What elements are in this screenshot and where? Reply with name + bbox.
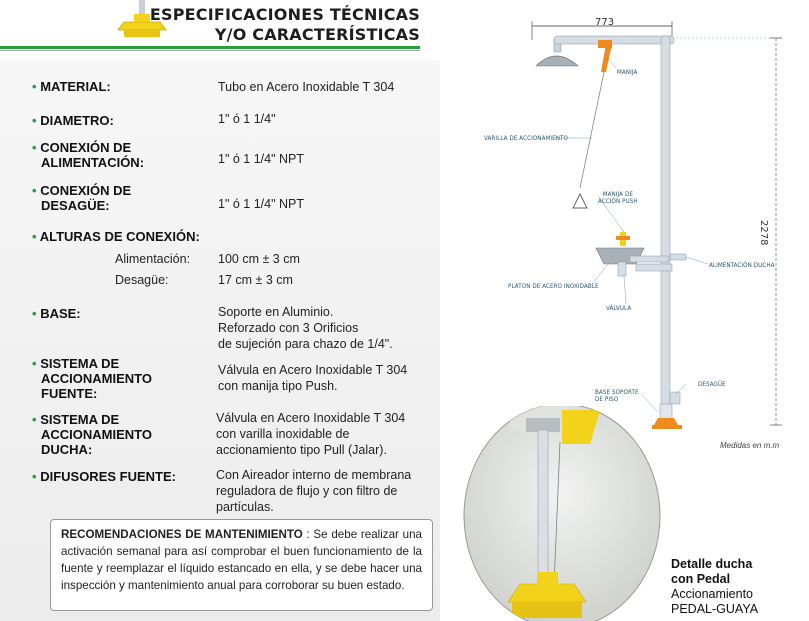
callout-manija-push: MANIJA DE ACCIÓN PUSH xyxy=(598,191,638,205)
bullet-icon: • xyxy=(32,229,37,244)
spec-value-line: partículas. xyxy=(216,500,274,514)
spec-base-label: • BASE: xyxy=(32,306,81,321)
units-note: Medidas en m.m xyxy=(720,441,780,450)
spec-difusores-value: Con Aireador interno de membrana regulad… xyxy=(216,467,411,515)
spec-label-text: ALIMENTACIÓN: xyxy=(41,155,145,170)
caption-line: PEDAL-GUAYA xyxy=(671,602,759,616)
spec-conexion-desague-label: • CONEXIÓN DE DESAGÜE: xyxy=(32,183,131,213)
spec-accionamiento-fuente-label: • SISTEMA DE ACCIONAMIENTO FUENTE: xyxy=(32,356,152,401)
page-title-line2: Y/O CARACTERÍSTICAS xyxy=(214,25,420,44)
spec-value-line: accionamiento tipo Pull (Jalar). xyxy=(216,443,387,457)
spec-material-value: Tubo en Acero Inoxidable T 304 xyxy=(218,80,395,94)
spec-value-line: Con Aireador interno de membrana xyxy=(216,468,412,482)
callout-line: ACCIÓN PUSH xyxy=(598,198,638,205)
height-dimension-label: 2278 xyxy=(758,220,769,246)
spec-label-text: DIAMETRO: xyxy=(40,113,114,128)
spec-label-text: FUENTE: xyxy=(41,386,98,401)
bullet-icon: • xyxy=(32,412,37,427)
bullet-icon: • xyxy=(32,306,37,321)
callout-valvula: VÁLVULA xyxy=(606,305,632,312)
maintenance-text: : Se debe realizar una activación semana… xyxy=(61,528,422,592)
callout-alimentacion: ALIMENTACIÓN DUCHA xyxy=(709,262,775,269)
callout-manija: MANIJA xyxy=(617,69,638,76)
spec-material-label: • MATERIAL: xyxy=(32,79,111,94)
caption-line: con Pedal xyxy=(671,572,731,586)
spec-alturas-label: • ALTURAS DE CONEXIÓN: xyxy=(32,229,200,244)
spec-label-text: ACCIONAMIENTO xyxy=(41,371,152,386)
header-divider-thin xyxy=(0,50,420,51)
callout-base: BASE SOPORTE DE PISO xyxy=(595,389,639,403)
shower-technical-diagram xyxy=(531,21,784,429)
spec-value-line: Reforzado con 3 Orificios xyxy=(218,321,359,335)
spec-accionamiento-ducha-value: Válvula en Acero Inoxidable T 304 con va… xyxy=(216,410,405,458)
callout-desague: DESAGÜE xyxy=(698,381,726,388)
page-title-line1: ESPECIFICACIONES TÉCNICAS xyxy=(149,5,420,24)
spec-accionamiento-fuente-value: Válvula en Acero Inoxidable T 304 con ma… xyxy=(218,362,407,394)
spec-value-line: con manija tipo Push. xyxy=(218,379,338,393)
spec-label-text: BASE: xyxy=(40,306,81,321)
spec-value-line: Soporte en Aluminio. xyxy=(218,305,334,319)
spec-value-line: Válvula en Acero Inoxidable T 304 xyxy=(218,363,408,377)
spec-conexion-alimentacion-value: 1" ó 1 1/4" NPT xyxy=(218,152,304,166)
width-dimension-label: 773 xyxy=(595,17,615,28)
spec-label-text: SISTEMA DE xyxy=(40,412,120,427)
spec-diametro-label: • DIAMETRO: xyxy=(32,113,114,128)
spec-conexion-alimentacion-label: • CONEXIÓN DE ALIMENTACIÓN: xyxy=(32,140,144,170)
spec-alturas-alimentacion-value: 100 cm ± 3 cm xyxy=(218,252,300,266)
maintenance-heading: RECOMENDACIONES DE MANTENIMIENTO xyxy=(61,528,303,541)
pedal-detail-image xyxy=(463,406,661,621)
spec-label-text: SISTEMA DE xyxy=(40,356,120,371)
detail-caption: Detalle ducha con Pedal Accionamiento PE… xyxy=(671,557,758,617)
spec-base-value: Soporte en Aluminio. Reforzado con 3 Ori… xyxy=(218,304,393,352)
spec-label-text: ALTURAS DE CONEXIÓN: xyxy=(39,229,200,244)
bullet-icon: • xyxy=(32,183,37,198)
callout-platon: PLATON DE ACERO INOXIDABLE xyxy=(508,283,599,290)
header-divider xyxy=(0,46,420,49)
spec-value-line: Válvula en Acero Inoxidable T 304 xyxy=(216,411,406,425)
bullet-icon: • xyxy=(32,469,37,484)
pedal-thumbnail-image xyxy=(117,0,167,37)
spec-value-line: reguladora de flujo y con filtro de xyxy=(216,484,398,498)
spec-alturas-desague-value: 17 cm ± 3 cm xyxy=(218,273,293,287)
spec-alturas-desague-label: Desagüe: xyxy=(115,273,169,287)
spec-conexion-desague-value: 1" ó 1 1/4" NPT xyxy=(218,197,304,211)
spec-label-text: CONEXIÓN DE xyxy=(40,140,132,155)
bullet-icon: • xyxy=(32,79,37,94)
callout-line: BASE SOPORTE xyxy=(595,389,639,396)
spec-value-line: con varilla inoxidable de xyxy=(216,427,350,441)
spec-diametro-value: 1" ó 1 1/4" xyxy=(218,112,276,126)
spec-label-text: CONEXIÓN DE xyxy=(40,183,132,198)
bullet-icon: • xyxy=(32,140,37,155)
spec-value-line: de sujeción para chazo de 1/4". xyxy=(218,337,393,351)
bullet-icon: • xyxy=(32,356,37,371)
spec-label-text: ACCIONAMIENTO xyxy=(41,427,152,442)
callout-line: DE PISO xyxy=(595,396,619,403)
maintenance-box: RECOMENDACIONES DE MANTENIMIENTO : Se de… xyxy=(50,519,433,611)
spec-difusores-label: • DIFUSORES FUENTE: xyxy=(32,469,176,484)
spec-label-text: DIFUSORES FUENTE: xyxy=(40,469,176,484)
caption-line: Detalle ducha xyxy=(671,557,753,571)
caption-line: Accionamiento xyxy=(671,587,753,601)
callout-varilla: VARILLA DE ACCIONAMIENTO xyxy=(484,135,568,142)
bullet-icon: • xyxy=(32,113,37,128)
spec-accionamiento-ducha-label: • SISTEMA DE ACCIONAMIENTO DUCHA: xyxy=(32,412,152,457)
spec-label-text: DESAGÜE: xyxy=(41,198,110,213)
callout-line: MANIJA DE xyxy=(602,191,633,198)
spec-label-text: DUCHA: xyxy=(41,442,93,457)
spec-label-text: MATERIAL: xyxy=(40,79,111,94)
spec-alturas-alimentacion-label: Alimentación: xyxy=(115,252,191,266)
